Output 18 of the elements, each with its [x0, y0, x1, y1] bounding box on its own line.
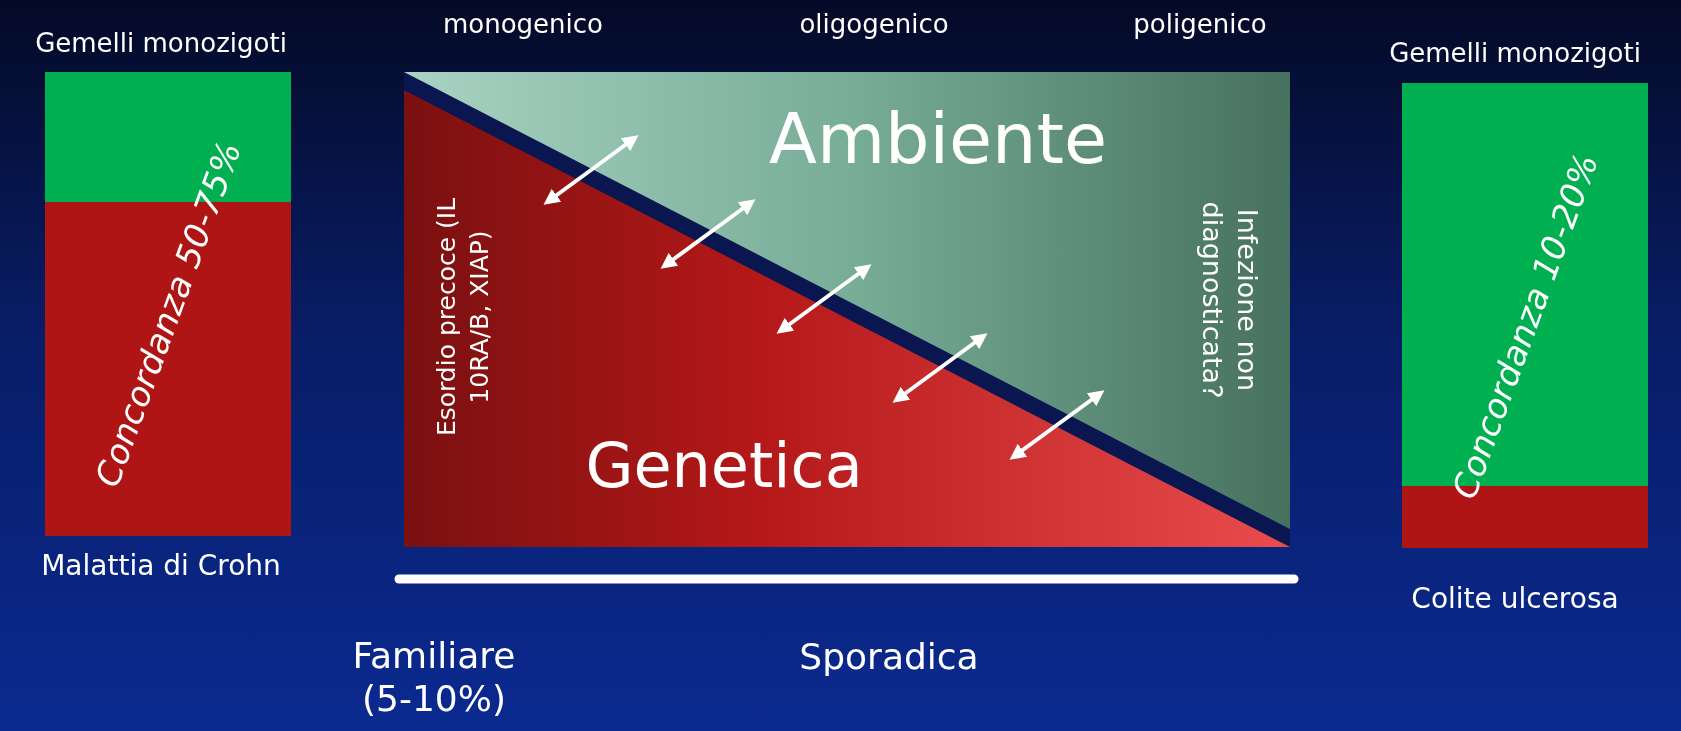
scale-label: oligogenico [799, 9, 949, 39]
bar-caption: Gemelli monozigoti [35, 28, 287, 58]
scale-label: monogenico [443, 9, 603, 39]
region-note: Esordio precoce (IL 10RA/B, XIAP) [430, 196, 494, 439]
category-label: Familiare (5-10%) [351, 633, 517, 721]
region-title: Genetica [585, 428, 863, 502]
interaction-arrow [543, 135, 639, 205]
interaction-arrow [1009, 390, 1105, 460]
category-label: Sporadica [799, 635, 979, 677]
bar-caption: Malattia di Crohn [41, 548, 281, 582]
region-note: Infezione non diagnosticata? [1196, 200, 1265, 401]
interaction-arrow [776, 264, 872, 334]
interaction-arrow [892, 333, 988, 403]
bar-caption: Gemelli monozigoti [1389, 38, 1641, 68]
region-title: Ambiente [769, 98, 1107, 180]
bar-caption: Colite ulcerosa [1411, 581, 1619, 615]
interaction-arrow [660, 199, 756, 269]
scale-label: poligenico [1133, 9, 1267, 39]
